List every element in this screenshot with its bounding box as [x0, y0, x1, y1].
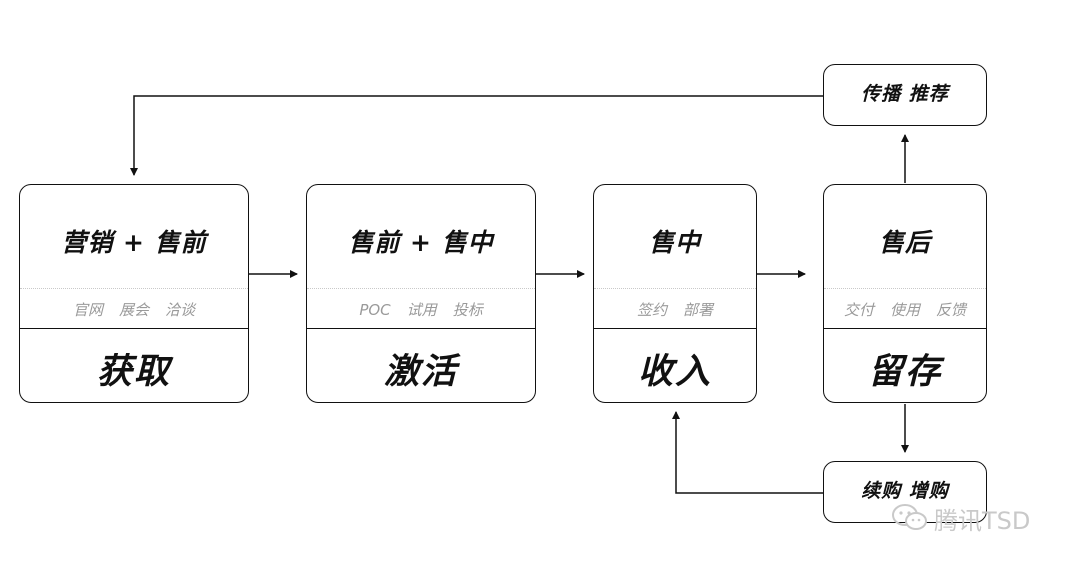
activity-label: 反馈 — [936, 301, 967, 319]
stage-activities: 签约部署 — [594, 299, 756, 320]
stage-card-revenue: 售中 签约部署 收入 — [593, 184, 757, 403]
stage-name: 激活 — [383, 352, 458, 392]
arrow-spread-to-acquire — [130, 95, 823, 176]
stage-header: 营销 + 售前 — [61, 228, 207, 257]
wechat-icon — [892, 504, 927, 530]
stage-header: 售中 — [648, 228, 701, 257]
activity-label: 试用 — [406, 301, 437, 319]
watermark: 腾讯TSD — [890, 500, 1030, 536]
activity-label: 签约 — [636, 301, 667, 319]
activity-label: 部署 — [683, 301, 714, 319]
arrow-repurchase-to-revenue — [672, 411, 823, 494]
activity-label: 洽谈 — [165, 301, 196, 319]
activity-label: 展会 — [118, 301, 149, 319]
dotted-divider — [594, 288, 756, 289]
activity-label: POC — [359, 301, 391, 319]
activity-label: 投标 — [452, 301, 483, 319]
stage-card-acquire: 营销 + 售前 官网展会洽谈 获取 — [19, 184, 249, 403]
stage-name: 获取 — [96, 352, 171, 392]
stage-header: 售前 + 售中 — [348, 228, 494, 257]
stage-activities: 官网展会洽谈 — [20, 299, 248, 320]
card-divider — [824, 328, 986, 329]
card-divider — [307, 328, 535, 329]
activity-label: 官网 — [72, 301, 103, 319]
activity-label: 交付 — [843, 301, 874, 319]
stage-card-retain: 售后 交付使用反馈 留存 — [823, 184, 987, 403]
stage-activities: POC 试用投标 — [307, 299, 535, 320]
activity-label: 使用 — [889, 301, 920, 319]
card-divider — [20, 328, 248, 329]
spread-recommend-pill: 传播 推荐 — [823, 64, 987, 126]
dotted-divider — [824, 288, 986, 289]
repurchase-upsell-pill: 续购 增购 — [823, 461, 987, 523]
dotted-divider — [20, 288, 248, 289]
watermark-text: 腾讯TSD — [934, 506, 1031, 535]
stage-header: 售后 — [878, 228, 931, 257]
card-divider — [594, 328, 756, 329]
dotted-divider — [307, 288, 535, 289]
stage-name: 收入 — [637, 352, 712, 392]
stage-name: 留存 — [867, 352, 942, 392]
stage-card-activate: 售前 + 售中 POC 试用投标 激活 — [306, 184, 536, 403]
stage-activities: 交付使用反馈 — [824, 299, 986, 320]
